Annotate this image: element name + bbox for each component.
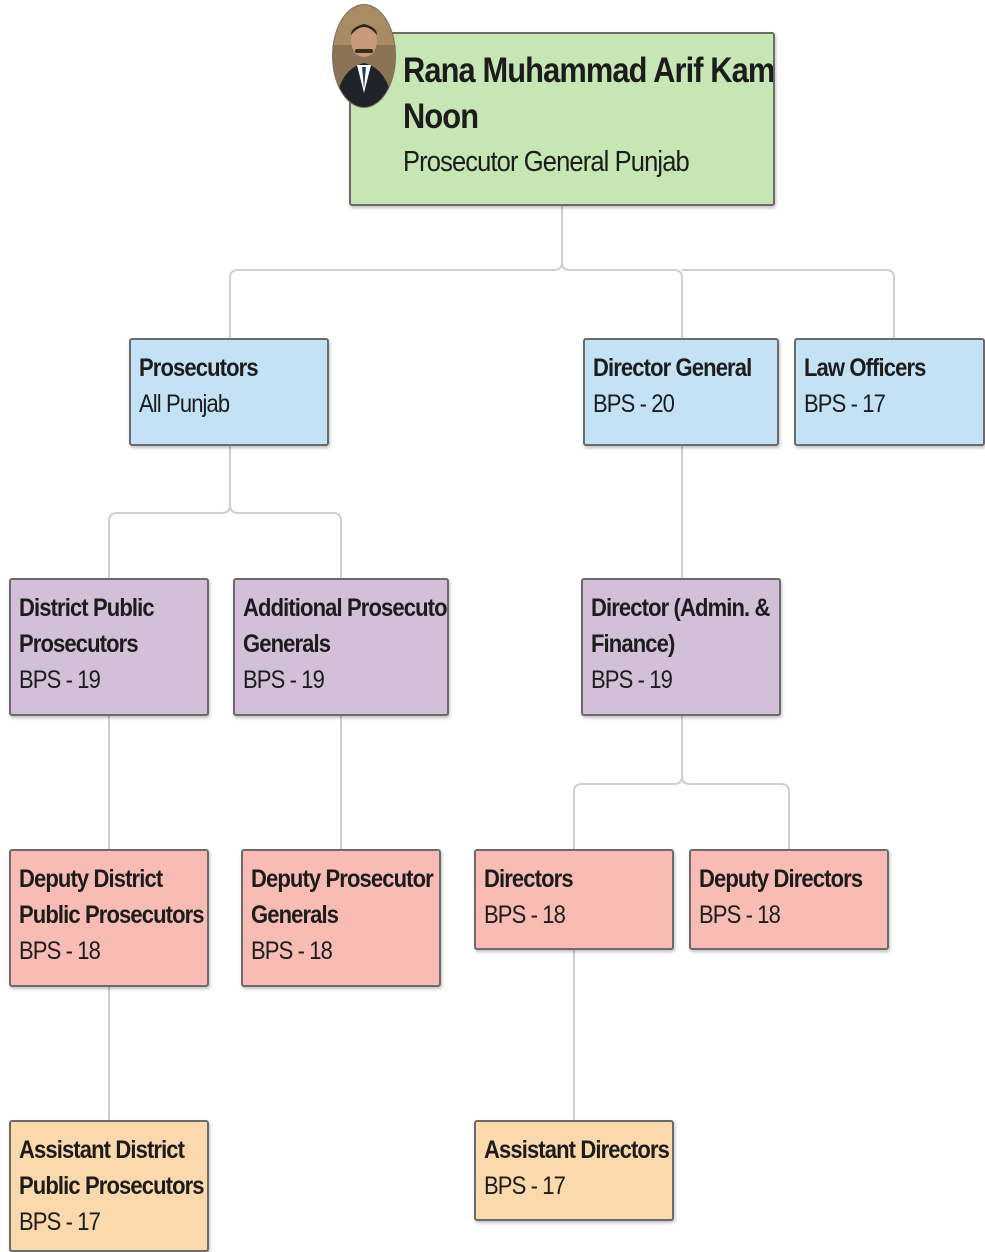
node-title-line: Assistant Directors (484, 1136, 670, 1164)
node-title-line: Rana Muhammad Arif Kamal (403, 51, 775, 90)
node-subtitle: BPS - 18 (251, 937, 333, 965)
node-subtitle: BPS - 18 (484, 901, 566, 929)
node-title-line: Director (Admin. & (591, 594, 770, 622)
node-director-admin-finance: Director (Admin. & Finance) BPS - 19 (581, 578, 781, 716)
node-subtitle: Prosecutor General Punjab (403, 146, 690, 178)
node-subtitle: BPS - 19 (591, 666, 673, 694)
connector-prosecutors (108, 446, 342, 578)
node-title-line: Noon (403, 97, 479, 136)
node-title-line: Director General (593, 354, 752, 382)
node-title-line: Generals (243, 630, 331, 658)
node-title-line: Deputy District (19, 865, 163, 893)
node-title-line: District Public (19, 594, 155, 622)
node-subtitle: BPS - 17 (804, 390, 886, 418)
connector-director-admin (573, 716, 790, 849)
node-title-line: Finance) (591, 630, 675, 658)
node-title-line: Assistant District (19, 1136, 185, 1164)
node-subtitle: BPS - 19 (243, 666, 325, 694)
node-title-line: Deputy Prosecutor (251, 865, 434, 893)
node-title-line: Deputy Directors (699, 865, 863, 893)
node-subtitle: BPS - 18 (19, 937, 101, 965)
node-title-line: Prosecutors (139, 354, 259, 382)
person-photo-icon (333, 5, 395, 107)
node-subtitle: BPS - 17 (19, 1208, 101, 1236)
node-subtitle: BPS - 20 (593, 390, 675, 418)
node-title-line: Generals (251, 901, 339, 929)
node-subtitle: BPS - 19 (19, 666, 101, 694)
node-title-line: Additional Prosecutor (243, 594, 449, 622)
node-subtitle: All Punjab (139, 390, 230, 418)
node-title-line: Prosecutors (19, 630, 139, 658)
node-title-line: Public Prosecutors (19, 901, 205, 929)
node-subtitle: BPS - 18 (699, 901, 781, 929)
node-title-line: Public Prosecutors (19, 1172, 205, 1200)
node-title-line: Law Officers (804, 354, 926, 382)
node-subtitle: BPS - 17 (484, 1172, 566, 1200)
connector-root (229, 206, 895, 338)
node-title-line: Directors (484, 865, 574, 893)
